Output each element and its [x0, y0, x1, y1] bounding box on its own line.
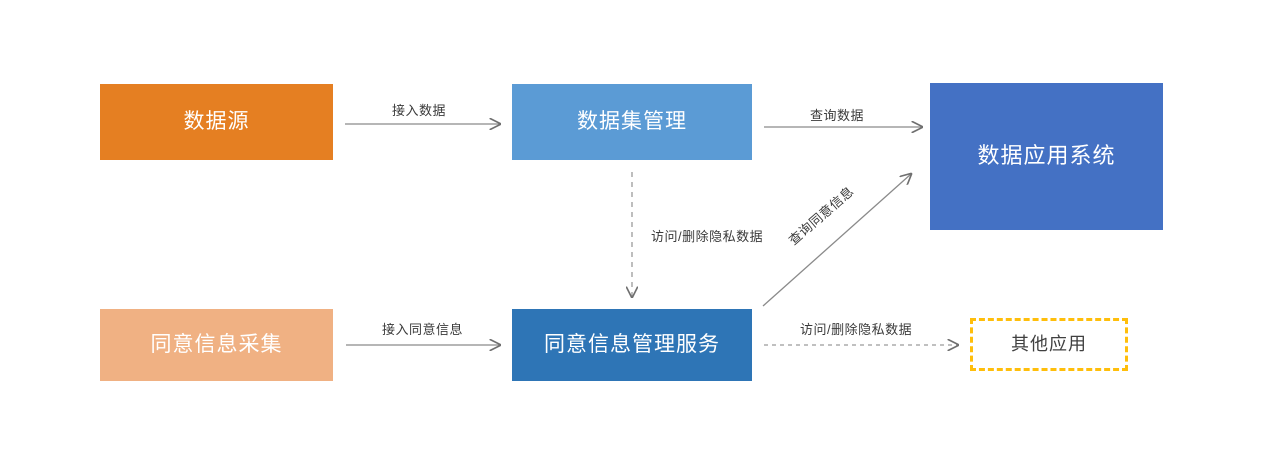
node-dataset-management-label: 数据集管理 — [577, 110, 687, 134]
node-data-application-system-label: 数据应用系统 — [977, 143, 1116, 169]
edge-label-query-consent: 查询同意信息 — [785, 183, 857, 248]
edge-label-query-data: 查询数据 — [810, 108, 865, 123]
node-consent-information-management-service[interactable]: 同意信息管理服务 — [512, 309, 752, 381]
node-data-application-system[interactable]: 数据应用系统 — [930, 83, 1163, 230]
node-other-applications[interactable]: 其他应用 — [970, 318, 1128, 371]
node-consent-information-management-service-label: 同意信息管理服务 — [544, 333, 720, 357]
node-dataset-management[interactable]: 数据集管理 — [512, 84, 752, 160]
edge-label-ingest-data: 接入数据 — [392, 103, 447, 118]
node-consent-information-collection[interactable]: 同意信息采集 — [100, 309, 333, 381]
node-consent-information-collection-label: 同意信息采集 — [150, 333, 283, 357]
node-other-applications-label: 其他应用 — [1011, 333, 1087, 354]
edge-label-ingest-consent: 接入同意信息 — [382, 322, 464, 337]
node-data-source-label: 数据源 — [183, 110, 250, 134]
edge-label-privacy-bottom: 访问/删除隐私数据 — [800, 322, 913, 337]
node-data-source[interactable]: 数据源 — [100, 84, 333, 160]
edge-label-privacy-middle: 访问/删除隐私数据 — [651, 229, 764, 244]
